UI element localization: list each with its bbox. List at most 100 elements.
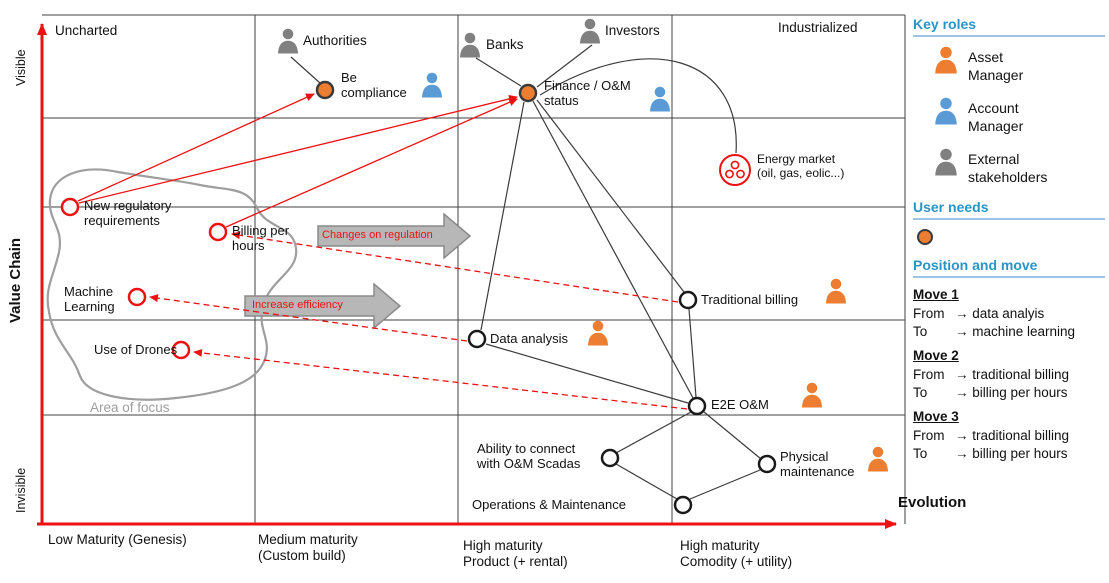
increase-efficiency-label: Increase efficiency	[252, 299, 343, 311]
dependency-edge	[689, 469, 761, 500]
role-account-manager: Account Manager	[933, 97, 1105, 135]
move-row-value: → traditional billing	[955, 367, 1070, 382]
banks-label: Banks	[486, 37, 524, 52]
use-of-drones-label: Use of Drones	[94, 342, 178, 357]
move-row-word: To	[913, 385, 928, 400]
operations-maintenance-label: Operations & Maintenance	[472, 497, 626, 512]
traditional-billing-node	[678, 290, 698, 310]
asset-manager-icon	[935, 46, 957, 74]
dependency-edge	[532, 100, 694, 399]
changes-on-regulation-block-arrow	[317, 212, 472, 260]
billing-per-hours-node	[208, 222, 228, 242]
operations-maintenance-node	[673, 495, 693, 515]
move-row-value: → data analyis	[955, 306, 1045, 321]
om-scadas-node	[600, 448, 620, 468]
investors-label: Investors	[605, 23, 660, 38]
asset-manager-traditional-billing-person-icon	[826, 278, 846, 304]
dependency-edge	[536, 99, 685, 293]
need-arrow	[77, 93, 315, 202]
position-move-heading: Position and move	[913, 257, 1105, 278]
new-regulatory-requirements-node	[60, 197, 80, 217]
y-axis-invisible-label: Invisible	[14, 467, 28, 513]
dependency-edge	[703, 411, 762, 460]
y-axis-title: Value Chain	[7, 237, 24, 323]
physical-maintenance-label: Physical maintenance	[780, 449, 855, 480]
dependency-edge	[475, 57, 522, 87]
x-tick-3: High maturity Product (+ rental)	[463, 538, 568, 569]
finance-om-status-label: Finance / O&M status	[544, 78, 631, 109]
be-compliance-label: Be compliance	[341, 70, 407, 101]
move-1-title: Move 1	[913, 287, 959, 302]
asset-manager-physical-person-icon	[868, 446, 888, 472]
physical-maintenance-node	[757, 454, 777, 474]
machine-learning-label: Machine Learning	[64, 284, 115, 315]
use-of-drones-node	[171, 340, 191, 360]
move-row: From → traditional billing	[913, 367, 1105, 382]
dependency-edge	[615, 411, 692, 454]
move-row-value: → billing per hours	[955, 385, 1068, 400]
move-row: From→ traditional billing	[913, 428, 1105, 443]
role-asset-manager: Asset Manager	[933, 46, 1105, 84]
om-scadas-label: Ability to connect with O&M Scadas	[477, 441, 581, 472]
energy-market-icon	[719, 154, 751, 186]
x-tick-1: Low Maturity (Genesis)	[48, 532, 187, 547]
move-row-value: → billing per hours	[955, 446, 1068, 461]
industrialized-corner-label: Industrialized	[778, 20, 858, 35]
move-arrow	[231, 231, 679, 303]
area-of-focus-outline	[46, 168, 298, 401]
dependency-edge	[536, 44, 593, 88]
need-arrow	[225, 98, 518, 228]
move-row-word: To	[913, 324, 928, 339]
move-row-word: From	[913, 306, 945, 321]
move-row-word: From	[913, 428, 945, 443]
dependency-curve	[539, 58, 737, 154]
key-roles-heading: Key roles	[913, 16, 1105, 37]
authorities-person-icon	[278, 28, 298, 54]
move-3-title: Move 3	[913, 409, 959, 424]
authorities-label: Authorities	[303, 33, 367, 48]
dependency-edge	[688, 308, 697, 398]
traditional-billing-label: Traditional billing	[701, 292, 799, 307]
y-axis-visible-label: Visible	[14, 49, 28, 86]
account-manager-label: Account Manager	[968, 100, 1024, 134]
move-row: From → data analyis	[913, 306, 1105, 321]
need-arrow	[78, 94, 518, 204]
banks-person-icon	[460, 32, 480, 58]
e2e-om-node	[687, 396, 707, 416]
move-row-word: To	[913, 446, 928, 461]
new-regulatory-requirements-label: New regulatory requirements	[84, 198, 172, 229]
user-need-marker	[917, 229, 933, 245]
billing-per-hours-label: Billing per hours	[232, 223, 290, 254]
external-stakeholders-icon	[935, 148, 957, 176]
move-row: To→ machine learning	[913, 324, 1105, 339]
asset-manager-label: Asset Manager	[968, 49, 1024, 83]
finance-om-status-node	[518, 83, 538, 103]
move-arrow	[193, 348, 688, 410]
account-manager-icon	[935, 97, 957, 125]
energy-market-label: Energy market (oil, gas, eolic...)	[757, 152, 845, 181]
uncharted-corner-label: Uncharted	[55, 23, 118, 38]
role-external-stakeholders: External stakeholders	[933, 148, 1105, 186]
move-row-word: From	[913, 367, 945, 382]
increase-efficiency-block-arrow	[244, 282, 402, 330]
dependency-edge	[485, 343, 689, 404]
dependency-edge	[290, 56, 321, 84]
x-tick-2: Medium maturity (Custom build)	[258, 532, 358, 563]
e2e-om-label: E2E O&M	[711, 397, 769, 412]
account-manager-compliance-person-icon	[422, 72, 442, 98]
dependency-edge	[615, 463, 678, 500]
asset-manager-e2e-person-icon	[802, 382, 822, 408]
dependency-edge	[480, 101, 525, 331]
changes-on-regulation-label: Changes on regulation	[322, 229, 433, 241]
user-needs-heading: User needs	[913, 199, 1105, 220]
data-analysis-label: Data analysis	[490, 331, 569, 346]
move-2-title: Move 2	[913, 348, 959, 363]
